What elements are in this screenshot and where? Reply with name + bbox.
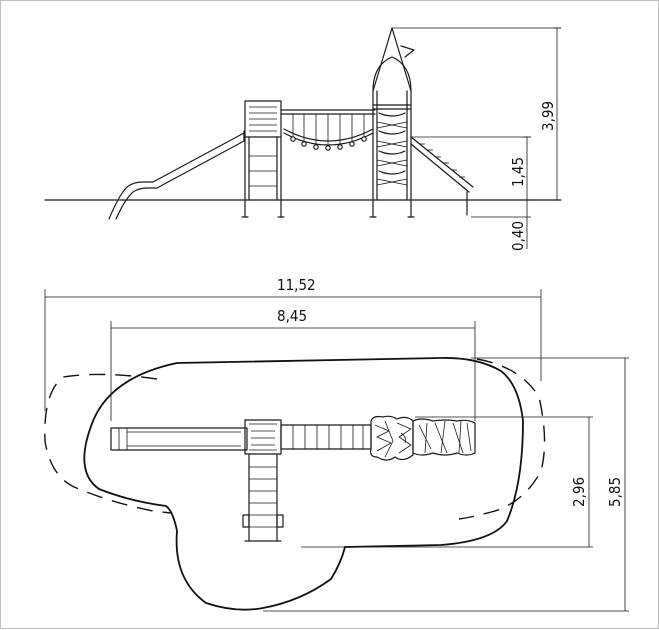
tower-plan [370, 415, 414, 461]
safety-zone-outline [83, 357, 524, 611]
slide [108, 130, 245, 220]
climbing-ramp [410, 136, 474, 216]
bridge [280, 109, 376, 151]
ladder-plan [242, 453, 284, 542]
dashed-zone-outline [44, 373, 172, 514]
length-dimensions [44, 289, 542, 421]
side-view: 3,99 1,45 0,40 [44, 27, 562, 251]
overall-length-label: 11,52 [277, 276, 316, 294]
left-tower [241, 100, 285, 218]
ramp-plan [412, 418, 476, 456]
footing-depth-label: 0,40 [509, 221, 527, 251]
platform-plan [244, 419, 282, 455]
equipment-width-label: 2,96 [570, 477, 588, 507]
overall-width-label: 5,85 [606, 477, 624, 507]
platform-height-label: 1,45 [509, 157, 527, 187]
plan-view: 11,52 8,45 2,96 5,85 [44, 276, 629, 612]
equipment-length-label: 8,45 [277, 307, 307, 325]
right-tower [369, 27, 415, 218]
bridge-plan [280, 424, 372, 450]
slide-plan [110, 427, 248, 451]
width-dimensions [263, 357, 629, 612]
height-dimensions [392, 27, 561, 249]
total-height-label: 3,99 [539, 101, 557, 131]
